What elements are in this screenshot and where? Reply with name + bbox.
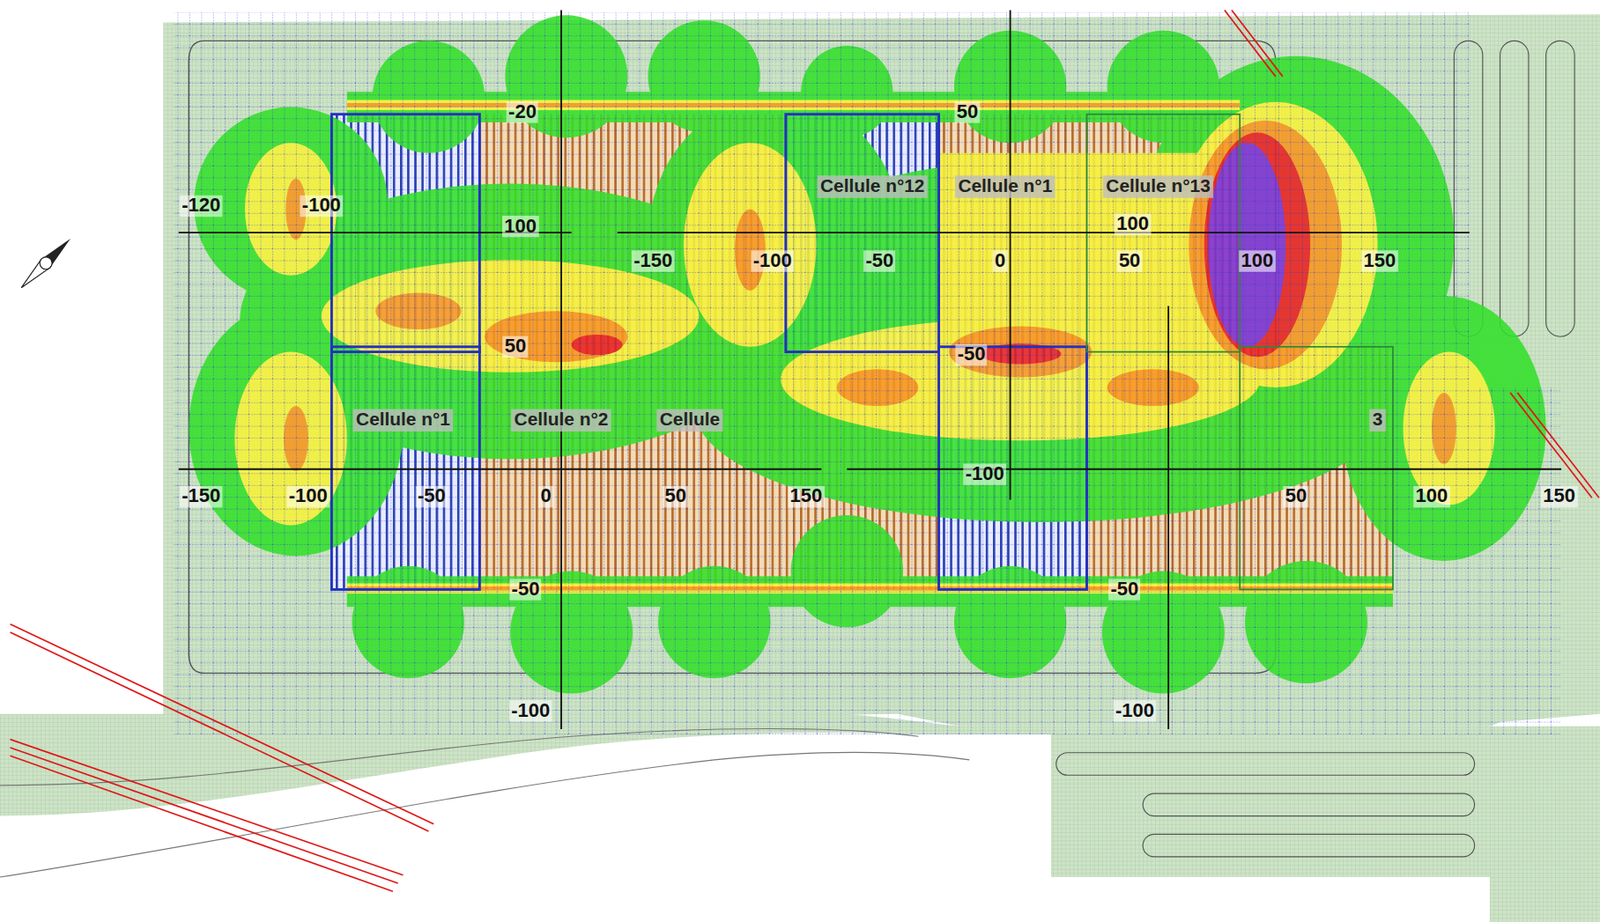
axis-value: -100 (509, 700, 553, 722)
axis-value: 0 (538, 486, 554, 508)
axis-value: -100 (962, 463, 1007, 485)
axis-value: -100 (286, 486, 330, 508)
axis-value: -20 (506, 101, 539, 123)
axis-value: -150 (179, 486, 223, 508)
axis-value: -50 (955, 344, 987, 366)
axis-value: 100 (1114, 214, 1151, 236)
axis-value: -50 (1108, 578, 1141, 600)
axis-value: 150 (787, 486, 824, 508)
axis-value: -50 (509, 578, 541, 600)
axis-value: -100 (750, 250, 794, 272)
axis-value: -150 (631, 250, 675, 272)
axis-value: -50 (863, 250, 896, 272)
axis-value: 100 (1238, 250, 1275, 272)
axis-value: -100 (299, 195, 343, 217)
axis-value: -50 (415, 486, 448, 508)
axis-value: 50 (1117, 250, 1143, 272)
axis-value: 50 (502, 336, 528, 358)
axis-value: 50 (662, 486, 689, 508)
axis-value: 0 (992, 250, 1008, 272)
axis-value: -100 (1113, 700, 1157, 722)
cell-label: Cellule n°12 (817, 175, 928, 198)
cell-label: 3 (1369, 409, 1386, 432)
axis-value: 100 (1413, 486, 1450, 508)
axis-value: 50 (954, 101, 980, 123)
axis-value: 50 (1282, 486, 1309, 508)
axis-value: 100 (502, 215, 539, 238)
cell-label: Cellule n°1 (955, 175, 1056, 198)
cell-label: Cellule n°2 (511, 409, 612, 432)
cell-label: Cellule (656, 409, 723, 432)
axis-value: 150 (1540, 486, 1578, 508)
cell-label: Cellule n°1 (353, 409, 454, 432)
cell-label: Cellule n°13 (1103, 175, 1214, 198)
axis-value: -120 (179, 195, 223, 217)
axis-value: 150 (1361, 250, 1398, 272)
